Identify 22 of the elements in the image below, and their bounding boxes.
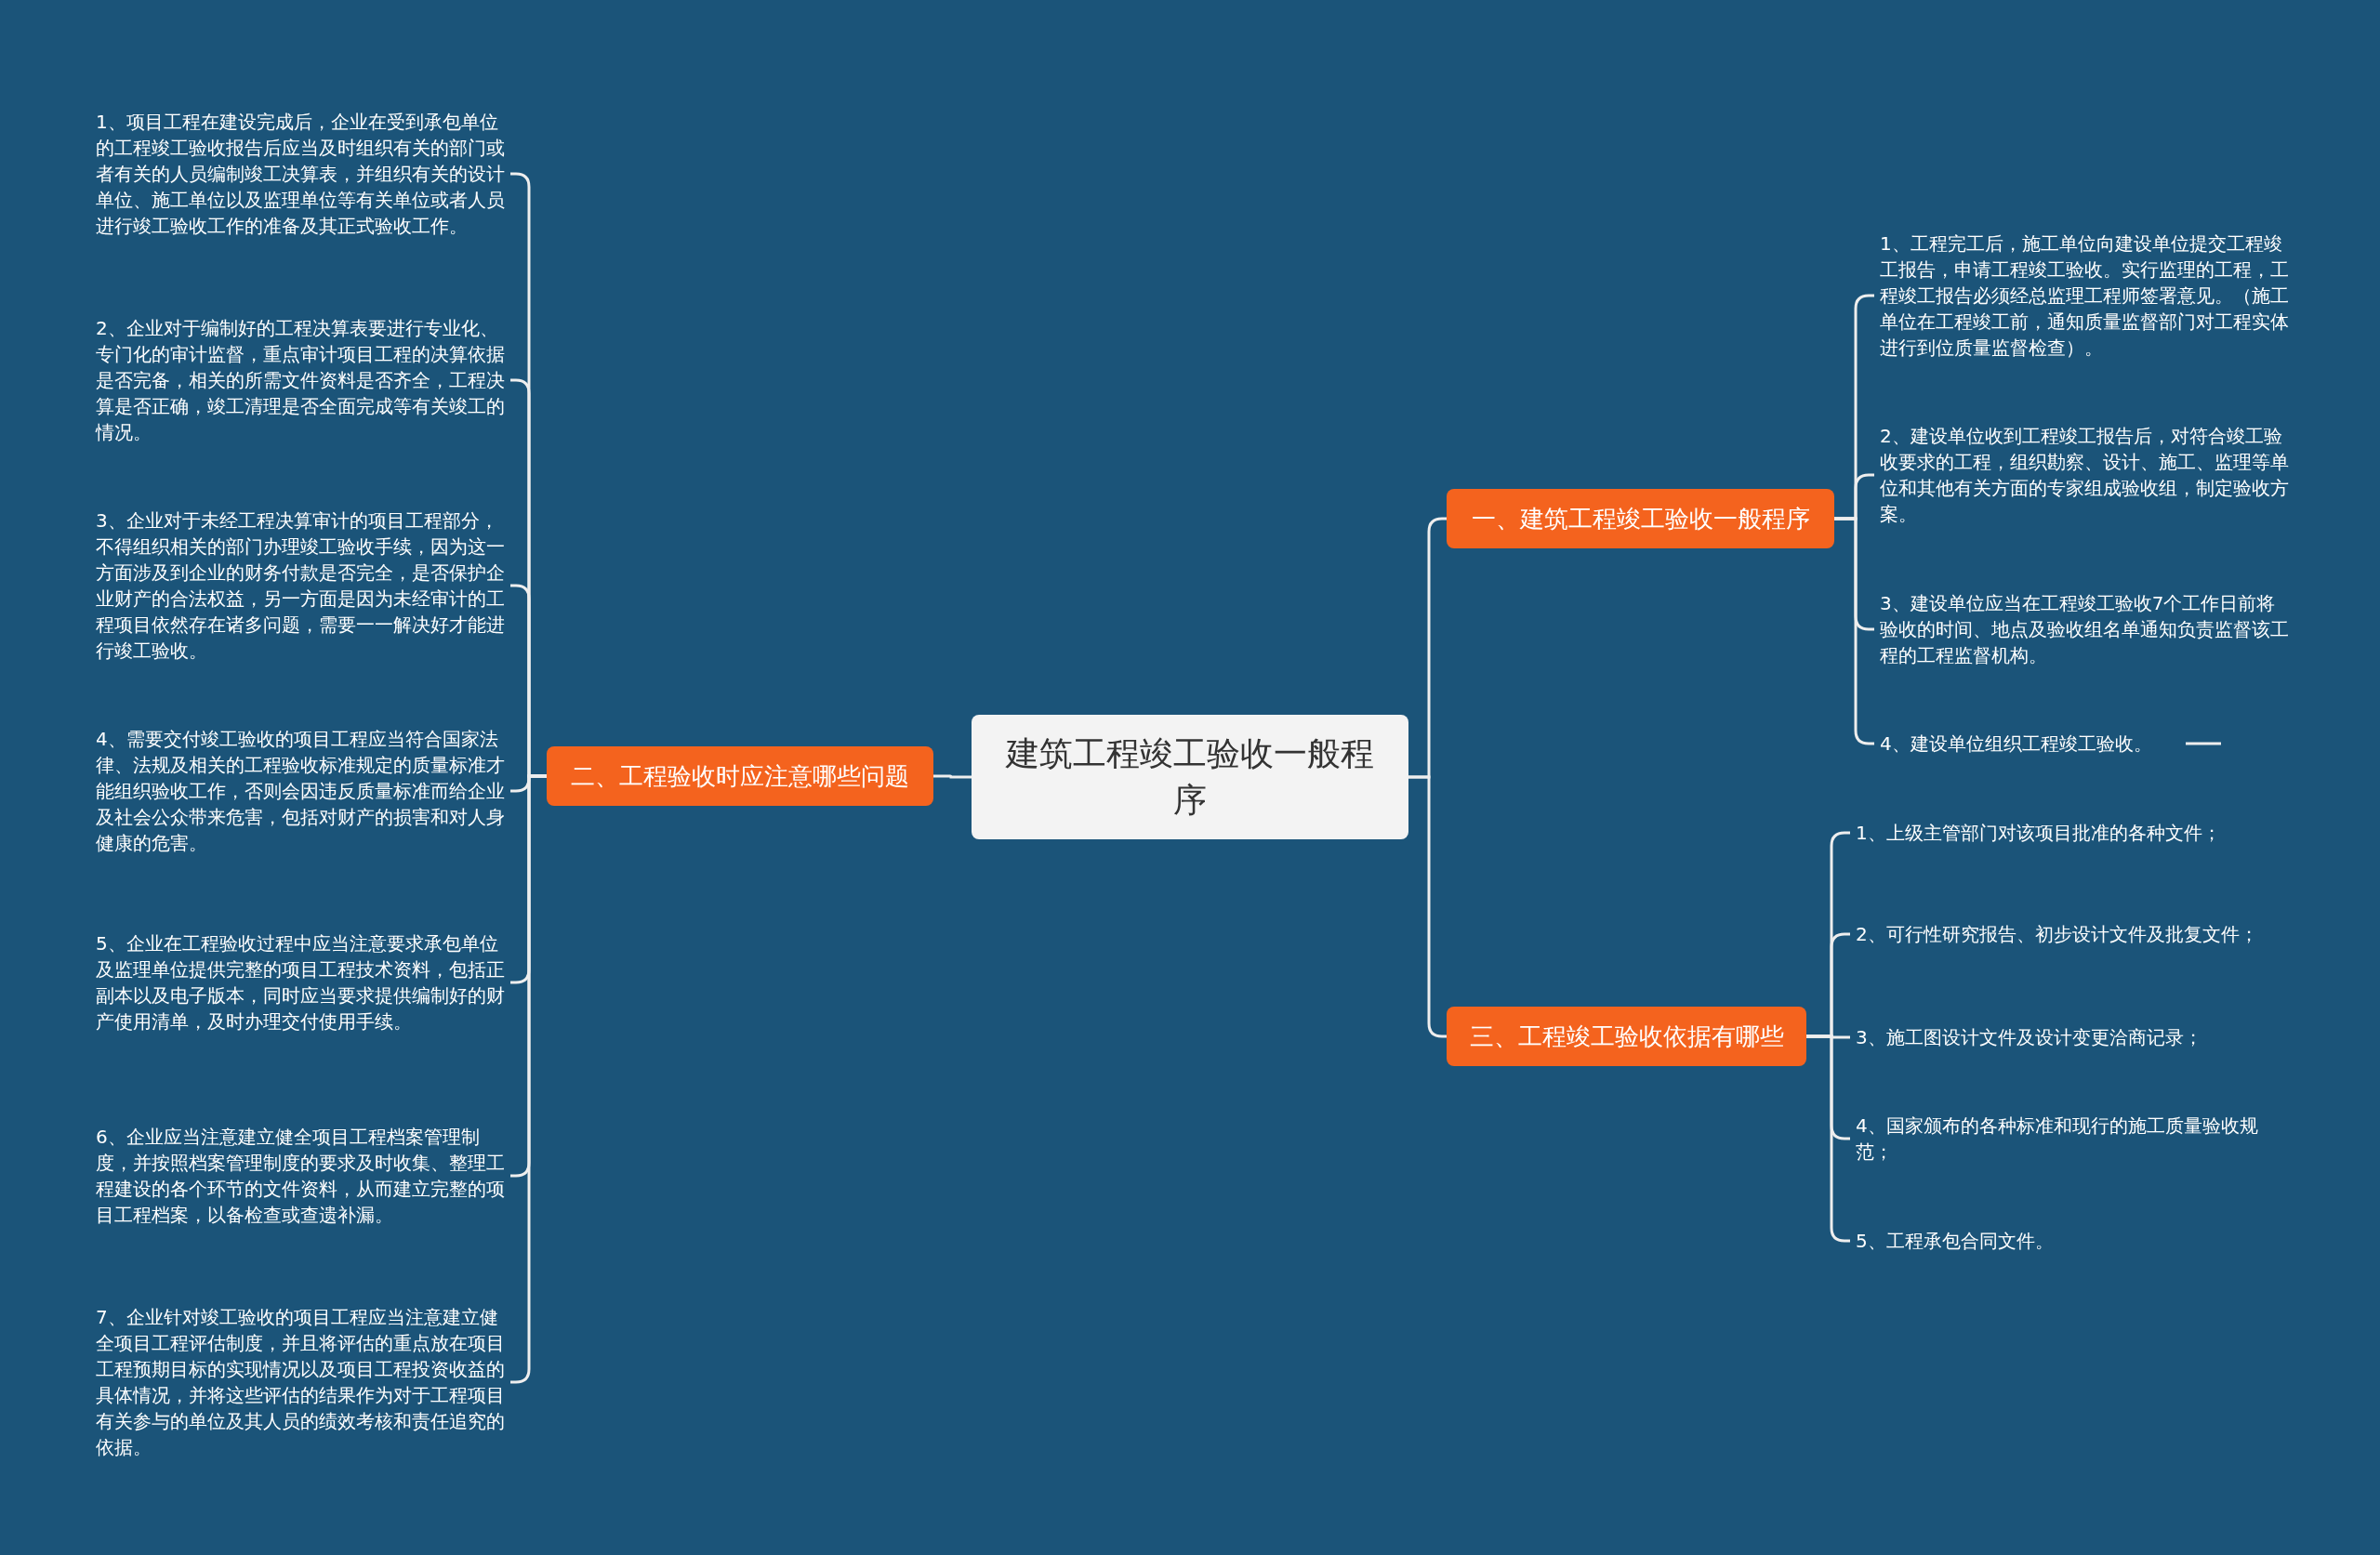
subtopic-text: 5、工程承包合同文件。 xyxy=(1856,1228,2274,1254)
central-topic-box: 建筑工程竣工验收一般程序 xyxy=(972,715,1408,839)
subtopic-text: 5、企业在工程验收过程中应当注意要求承包单位及监理单位提供完整的项目工程技术资料，包括正副本以及电子版本，同时应当要求提供编制好的财产使用清单，及时办理交付使用手续。 xyxy=(96,930,505,1034)
subtopic-text: 3、施工图设计文件及设计变更洽商记录； xyxy=(1856,1024,2274,1050)
subtopic-text: 4、需要交付竣工验收的项目工程应当符合国家法律、法规及相关的工程验收标准规定的质量标准才能组织验收工作，否则会因违反质量标准而给企业及社会公众带来危害，包括对财产的损害和对人身健康的危害。 xyxy=(96,726,505,856)
subtopic-text: 7、企业针对竣工验收的项目工程应当注意建立健全项目工程评估制度，并且将评估的重点放在项目工程预期目标的实现情况以及项目工程投资收益的具体情况，并将这些评估的结果作为对于工程项目有关参与的单位及其人员的绩效考核和责任追究的依据。 xyxy=(96,1304,505,1460)
branch-topic-box: 三、工程竣工验收依据有哪些 xyxy=(1447,1007,1806,1066)
branch-topic-box: 一、建筑工程竣工验收一般程序 xyxy=(1447,489,1834,548)
connector-line xyxy=(1408,775,1447,1038)
subtopic-text: 4、国家颁布的各种标准和现行的施工质量验收规范； xyxy=(1856,1113,2274,1165)
subtopic-text: 2、建设单位收到工程竣工报告后，对符合竣工验收要求的工程，组织勘察、设计、施工、监理等单位和其他有关方面的专家组成验收组，制定验收方案。 xyxy=(1880,423,2289,527)
subtopic-text: 6、企业应当注意建立健全项目工程档案管理制度，并按照档案管理制度的要求及时收集、整理工程建设的各个环节的文件资料，从而建立完整的项目工程档案，以备检查或查遗补漏。 xyxy=(96,1124,505,1228)
subtopic-text: 3、企业对于未经工程决算审计的项目工程部分，不得组织相关的部门办理竣工验收手续，因为这一方面涉及到企业的财务付款是否完全，是否保护企业财产的合法权益，另一方面是因为未经审计的工程项目依然存在诸多问题，需要一一解决好才能进行竣工验收。 xyxy=(96,507,505,664)
subtopic-text: 1、项目工程在建设完成后，企业在受到承包单位的工程竣工验收报告后应当及时组织有关的部门或者有关的人员编制竣工决算表，并组织有关的设计单位、施工单位以及监理单位等有关单位或者人员进行竣工验收工作的准备及其正式验收工作。 xyxy=(96,109,505,239)
branch-topic-box: 二、工程验收时应注意哪些问题 xyxy=(547,746,933,806)
connector-line xyxy=(933,774,972,779)
subtopic-text: 2、企业对于编制好的工程决算表要进行专业化、专门化的审计监督，重点审计项目工程的决算依据是否完备，相关的所需文件资料是否齐全，工程决算是否正确，竣工清理是否全面完成等有关竣工的情况。 xyxy=(96,315,505,445)
subtopic-text: 1、上级主管部门对该项目批准的各种文件； xyxy=(1856,820,2274,846)
subtopic-text: 3、建设单位应当在工程竣工验收7个工作日前将验收的时间、地点及验收组名单通知负责监督该工程的工程监督机构。 xyxy=(1880,590,2289,668)
subtopic-text: 4、建设单位组织工程竣工验收。 xyxy=(1880,731,2187,757)
subtopic-text: 2、可行性研究报告、初步设计文件及批复文件； xyxy=(1856,921,2274,947)
subtopic-text: 1、工程完工后，施工单位向建设单位提交工程竣工报告，申请工程竣工验收。实行监理的工程，工程竣工报告必须经总监理工程师签署意见。（施工单位在工程竣工前，通知质量监督部门对工程实体进行到位质量监督检查）。 xyxy=(1880,231,2289,361)
